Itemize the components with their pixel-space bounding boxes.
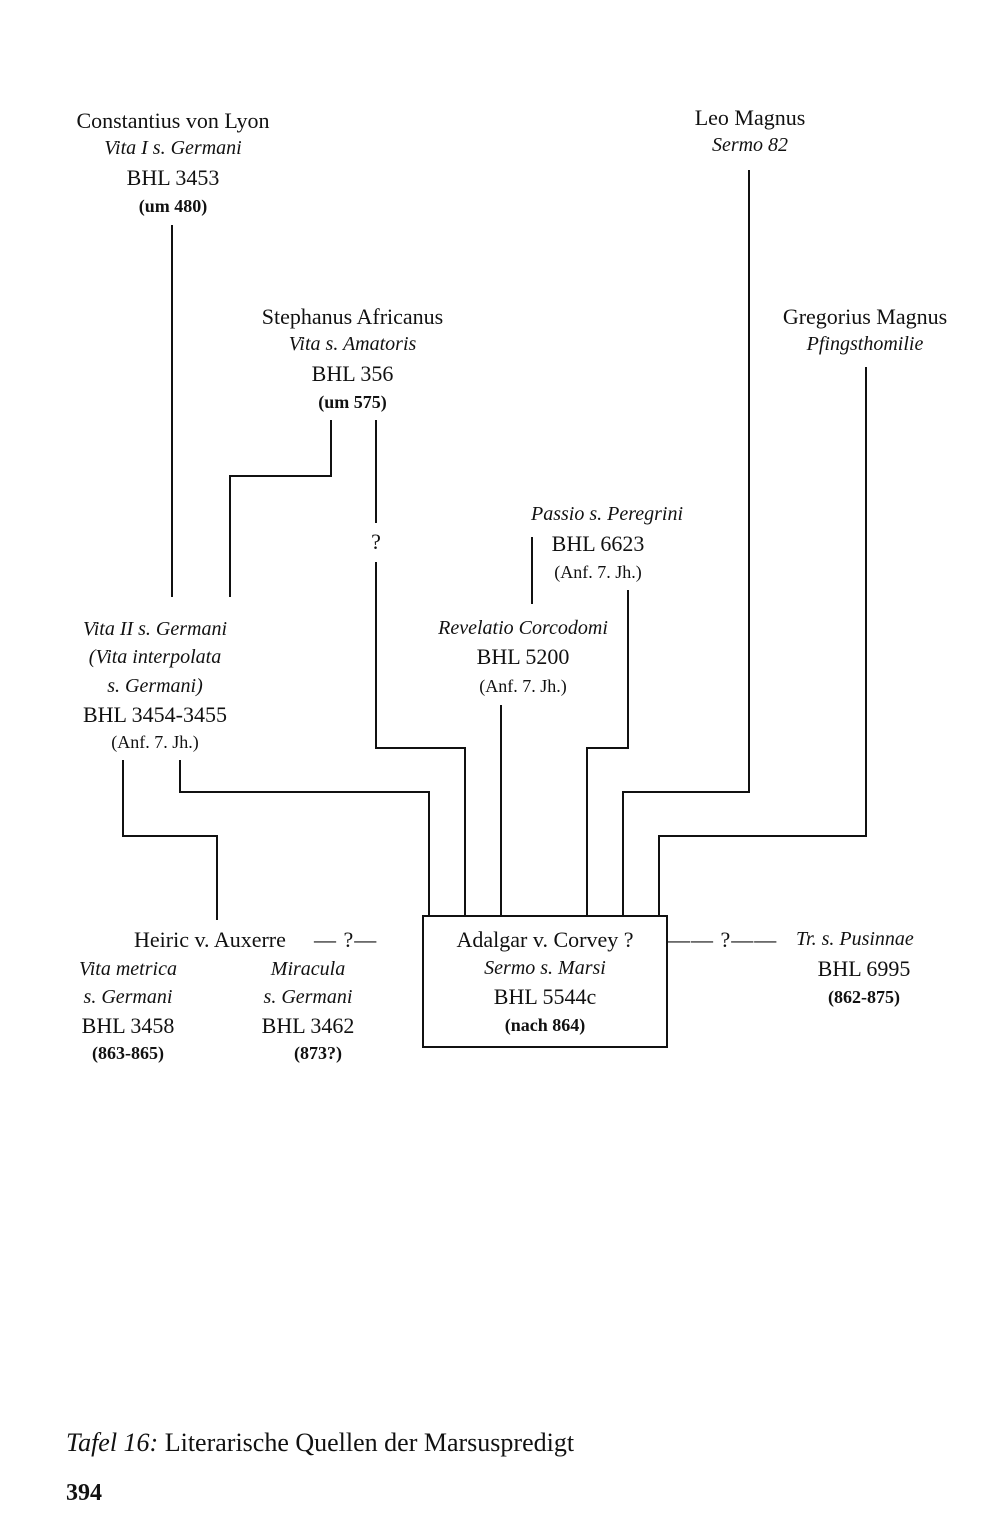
- edge-stephanus-adalgar-bottom: [375, 562, 466, 916]
- heiric-adalgar-link: — ?—: [314, 927, 378, 952]
- adalgar-date: (nach 864): [504, 1015, 586, 1035]
- heiric-work1-line2: s. Germani: [83, 986, 173, 1008]
- heiric-work1-line1: Vita metrica: [79, 958, 177, 980]
- vita2-line2: (Vita interpolata: [88, 646, 222, 668]
- heiric-work2-line2: s. Germani: [263, 986, 353, 1008]
- page-number: 394: [66, 1480, 102, 1506]
- vita2-date: (Anf. 7. Jh.): [111, 732, 199, 752]
- heiric-work1-date: (863-865): [92, 1043, 164, 1063]
- passio-date: (Anf. 7. Jh.): [554, 562, 642, 582]
- vita2-bhl: BHL 3454-3455: [82, 702, 227, 727]
- adalgar-box: [422, 915, 668, 1048]
- constantius-bhl: BHL 3453: [126, 165, 220, 190]
- uncertain-mark-stephanus: ?: [371, 529, 381, 554]
- revelatio-work: Revelatio Corcodomi: [438, 617, 608, 639]
- stephanus-date: (um 575): [318, 392, 387, 412]
- pusinna-link: —— ?——: [668, 927, 778, 952]
- adalgar-name: Adalgar v. Corvey ?: [456, 927, 634, 952]
- revelatio-date: (Anf. 7. Jh.): [479, 676, 567, 696]
- pusinna-bhl: BHL 6995: [817, 956, 911, 981]
- heiric-name: Heiric v. Auxerre: [134, 927, 286, 952]
- gregorius-name: Gregorius Magnus: [782, 304, 948, 329]
- adalgar-work: Sermo s. Marsi: [484, 957, 606, 979]
- leo-name: Leo Magnus: [694, 105, 806, 130]
- gregorius-work: Pfingsthomilie: [806, 333, 924, 355]
- figure-caption: Tafel 16: Literarische Quellen der Marsu…: [66, 1428, 574, 1458]
- edge-passio-adalgar: [586, 590, 629, 916]
- heiric-work2-date: (873?): [294, 1043, 342, 1063]
- passio-work: Passio s. Peregrini: [530, 503, 684, 525]
- edge-vita2-adalgar: [179, 760, 430, 916]
- edge-gregorius-adalgar: [658, 367, 867, 916]
- pusinna-work: Tr. s. Pusinnae: [796, 928, 914, 950]
- stephanus-work: Vita s. Amatoris: [288, 333, 417, 355]
- revelatio-bhl: BHL 5200: [476, 644, 570, 669]
- caption-label: Tafel 16:: [66, 1428, 159, 1457]
- edge-stephanus-vita2: [229, 420, 332, 597]
- vita2-line1: Vita II s. Germani: [82, 618, 228, 640]
- passio-bhl: BHL 6623: [551, 531, 645, 556]
- leo-work: Sermo 82: [711, 134, 789, 156]
- adalgar-bhl: BHL 5544c: [493, 984, 597, 1009]
- pusinna-date: (862-875): [828, 987, 900, 1007]
- heiric-work2-line1: Miracula: [270, 958, 346, 980]
- stephanus-bhl: BHL 356: [311, 361, 394, 386]
- heiric-work1-bhl: BHL 3458: [81, 1013, 175, 1038]
- edge-leo-adalgar: [622, 170, 750, 916]
- stephanus-name: Stephanus Africanus: [261, 304, 444, 329]
- constantius-name: Constantius von Lyon: [76, 108, 270, 133]
- caption-text: Literarische Quellen der Marsuspredigt: [158, 1428, 575, 1457]
- constantius-date: (um 480): [138, 196, 208, 216]
- vita2-line3: s. Germani): [107, 675, 203, 697]
- heiric-work2-bhl: BHL 3462: [261, 1013, 355, 1038]
- constantius-work: Vita I s. Germani: [104, 137, 242, 159]
- edge-vita2-heiric: [122, 760, 218, 920]
